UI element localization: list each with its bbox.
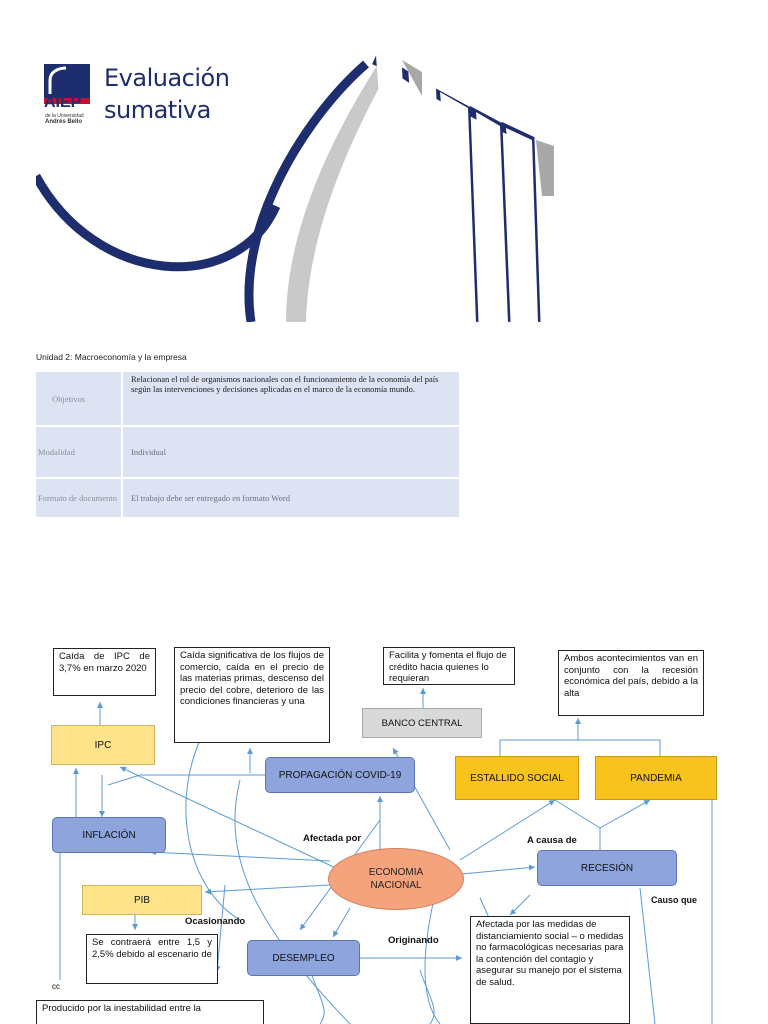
logo-sub1-text: de la Universidad — [45, 113, 84, 119]
node-estallido-social: ESTALLIDO SOCIAL — [455, 756, 579, 800]
table-row: Objetivos Relacionan el rol de organismo… — [36, 372, 459, 427]
banco-note: Facilita y fomenta el flujo de crédito h… — [383, 647, 515, 685]
node-pandemia: PANDEMIA — [595, 756, 717, 800]
row-key: Modalidad — [36, 426, 122, 479]
ipc-note: Caída de IPC de 3,7% en marzo 2020 — [53, 648, 156, 696]
afectada-note: Afectada por las medidas de distanciamie… — [470, 916, 630, 1024]
node-ipc: IPC — [51, 725, 155, 765]
label-afectada-por: Afectada por — [303, 833, 362, 844]
ambos-note: Ambos acontecimientos van en conjunto co… — [558, 650, 704, 716]
node-desempleo: DESEMPLEO — [247, 940, 360, 976]
node-recesion: RECESIÓN — [537, 850, 677, 886]
producido-note: Producido por la inestabilidad entre la — [36, 1000, 264, 1024]
covid-note: Caída significativa de los flujos de com… — [174, 647, 330, 743]
economia-label-line2: NACIONAL — [370, 880, 422, 891]
label-causo-que: Causo que — [651, 895, 698, 905]
economia-label-line1: ECONOMIA — [368, 867, 424, 878]
aiep-logo-mark — [44, 64, 90, 104]
cover-title-line1: Evaluación — [104, 64, 230, 92]
label-a-causa-de: A causa de — [527, 835, 577, 846]
node-banco-central: BANCO CENTRAL — [362, 708, 482, 738]
node-inflacion: INFLACIÓN — [52, 817, 166, 853]
label-cc: cc — [52, 982, 60, 991]
assignment-info-table: Objetivos Relacionan el rol de organismo… — [36, 372, 459, 519]
cover-banner — [36, 56, 558, 322]
pib-note: Se contraerá entre 1,5 y 2,5% debido al … — [86, 934, 218, 984]
row-value: Relacionan el rol de organismos nacional… — [121, 372, 459, 427]
connector-lines — [59, 688, 713, 1024]
row-key: Objetivos — [36, 372, 122, 427]
logo-sub2-text: Andrés Bello — [45, 119, 83, 125]
label-ocasionando: Ocasionando — [185, 916, 246, 927]
unit-title: Unidad 2: Macroeconomía y la empresa — [36, 352, 187, 362]
cover-title-line2: sumativa — [104, 96, 211, 124]
node-pib: PIB — [82, 885, 202, 915]
logo-main-text: AIEP — [44, 94, 82, 111]
row-key: Formato de documento — [36, 478, 122, 519]
row-value: El trabajo debe ser entregado en formato… — [121, 478, 459, 519]
aiep-logo: AIEP de la Universidad Andrés Bello — [44, 64, 90, 132]
table-row: Modalidad Individual — [36, 426, 459, 479]
row-value: Individual — [121, 426, 459, 479]
label-originando: Originando — [388, 935, 439, 946]
table-row: Formato de documento El trabajo debe ser… — [36, 478, 459, 519]
cover-graphic — [36, 56, 554, 322]
node-economia-nacional: ECONOMIA NACIONAL — [328, 848, 464, 910]
node-propagacion-covid: PROPAGACIÓN COVID-19 — [265, 757, 415, 793]
concept-map: Caída de IPC de 3,7% en marzo 2020 Caída… — [0, 630, 768, 1024]
